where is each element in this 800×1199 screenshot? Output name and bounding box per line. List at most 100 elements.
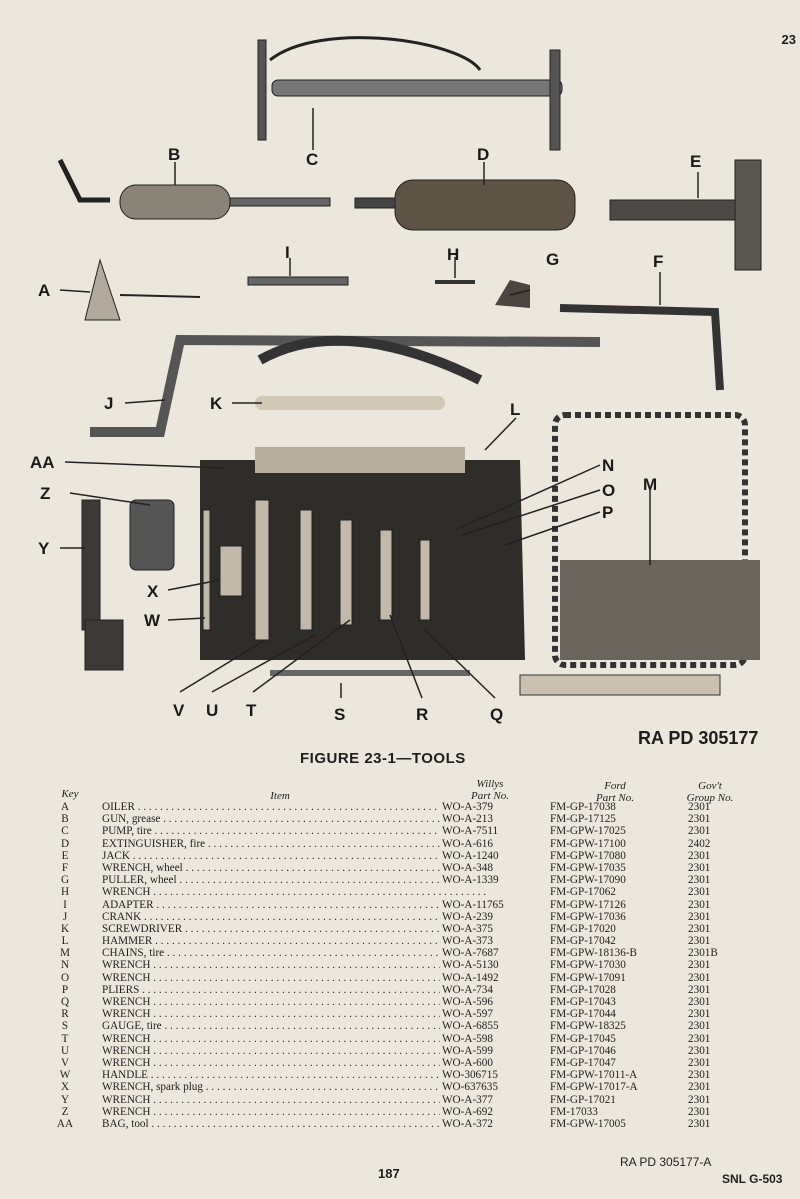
row-ford-part: FM-GP-17046	[550, 1044, 616, 1057]
row-ford-part: FM-GP-17043	[550, 996, 616, 1008]
row-ford-part: FM-GPW-18325	[550, 1020, 626, 1033]
callout-j: J	[104, 394, 113, 413]
row-ford-part: FM-GP-17042	[550, 935, 616, 948]
callout-d: D	[477, 145, 489, 164]
callout-z: Z	[40, 484, 50, 503]
callout-v: V	[173, 701, 185, 720]
pump-drawing	[257, 36, 563, 151]
wrench-set-drawing	[202, 499, 431, 641]
row-ford-part: FM-GP-17038	[550, 801, 616, 813]
row-willys-part: WO-A-5130	[440, 959, 527, 972]
row-gov-group: 2301	[688, 971, 711, 984]
callout-q: Q	[490, 705, 503, 724]
row-ford-part: FM-GPW-17126	[550, 898, 626, 911]
callout-i: I	[285, 243, 290, 262]
row-willys-part: WO-A-239	[440, 910, 527, 923]
row-ford-part: FM-GP-17047	[550, 1056, 616, 1069]
row-item: WRENCH	[102, 886, 486, 898]
row-key: H	[60, 886, 70, 899]
callout-u: U	[206, 701, 218, 720]
row-ford-part: FM-GP-17062	[550, 886, 616, 899]
row-key: D	[60, 837, 70, 850]
row-willys-part: WO-A-616	[440, 837, 527, 850]
grease-gun-drawing	[57, 158, 331, 220]
row-gov-group: 2301	[688, 861, 711, 874]
row-ford-part: FM-GPW-17030	[550, 959, 626, 972]
row-key: P	[61, 983, 69, 996]
wrench-h-drawing	[435, 280, 475, 284]
row-key: Z	[61, 1105, 69, 1118]
row-item: WRENCH, wheel	[102, 862, 486, 874]
callout-n: N	[602, 456, 614, 475]
row-gov-group: 2301	[688, 1056, 711, 1069]
row-item: HAMMER	[102, 935, 486, 947]
row-ford-part: FM-GPW-17091	[550, 971, 626, 984]
row-willys-part: WO-A-692	[440, 1105, 527, 1118]
row-key: W	[59, 1069, 71, 1082]
row-gov-group: 2301	[688, 1105, 711, 1118]
row-item: HANDLE	[102, 1069, 486, 1081]
row-gov-group: 2301	[688, 959, 711, 972]
row-gov-group: 2301	[688, 825, 711, 838]
callout-t: T	[246, 701, 257, 720]
row-ford-part: FM-GPW-17080	[550, 849, 626, 862]
row-willys-part: WO-A-7687	[440, 947, 527, 960]
row-item: WRENCH	[102, 972, 486, 984]
row-gov-group: 2301	[688, 996, 711, 1008]
row-item: SCREWDRIVER	[102, 923, 486, 935]
callout-s: S	[334, 705, 345, 724]
row-willys-part: WO-A-1339	[440, 874, 527, 887]
callout-aa: AA	[30, 453, 55, 472]
row-item: CRANK	[102, 911, 486, 923]
jack-drawing	[609, 159, 762, 271]
callout-x: X	[147, 582, 159, 601]
row-gov-group: 2301	[688, 1093, 711, 1106]
row-willys-part: WO-A-1240	[440, 849, 527, 862]
row-ford-part: FM-GPW-17025	[550, 825, 626, 838]
tools-illustration: A B C D E F G H I J K L M N O P Q R S T …	[30, 36, 762, 724]
row-willys-part: WO-A-596	[440, 996, 527, 1009]
row-ford-part: FM-GPW-17090	[550, 874, 626, 887]
row-key: K	[60, 922, 70, 935]
row-ford-part: FM-GP-17125	[550, 813, 616, 826]
tire-gauge-drawing	[270, 670, 470, 676]
row-ford-part: FM-GPW-17100	[550, 837, 626, 850]
row-gov-group: 2301	[688, 1008, 711, 1021]
row-key: AA	[56, 1117, 74, 1130]
row-item: PUMP, tire	[102, 825, 486, 837]
row-item: PULLER, wheel	[102, 874, 486, 886]
row-key: Y	[60, 1093, 70, 1106]
row-key: O	[60, 971, 70, 984]
callout-m: M	[643, 475, 657, 494]
row-gov-group: 2301	[688, 1081, 711, 1094]
row-item: WRENCH	[102, 1106, 486, 1118]
spark-plug-wrench-drawing	[129, 499, 175, 571]
row-willys-part: WO-A-372	[440, 1117, 527, 1131]
row-gov-group: 2301	[688, 983, 711, 996]
footer-snl: SNL G-503	[722, 1172, 783, 1186]
row-item: WRENCH	[102, 996, 486, 1008]
callout-r: R	[416, 705, 428, 724]
row-item: JACK	[102, 850, 486, 862]
row-ford-part: FM-GP-17021	[550, 1093, 616, 1106]
row-key: E	[61, 849, 69, 862]
row-key: L	[61, 935, 69, 948]
tool-bag-drawing	[200, 335, 525, 660]
callout-o: O	[602, 481, 615, 500]
row-item: WRENCH	[102, 1094, 486, 1106]
row-gov-group: 2301	[688, 1020, 711, 1033]
row-item: EXTINGUISHER, fire	[102, 838, 486, 850]
callout-h: H	[447, 245, 459, 264]
callout-g: G	[546, 250, 559, 269]
